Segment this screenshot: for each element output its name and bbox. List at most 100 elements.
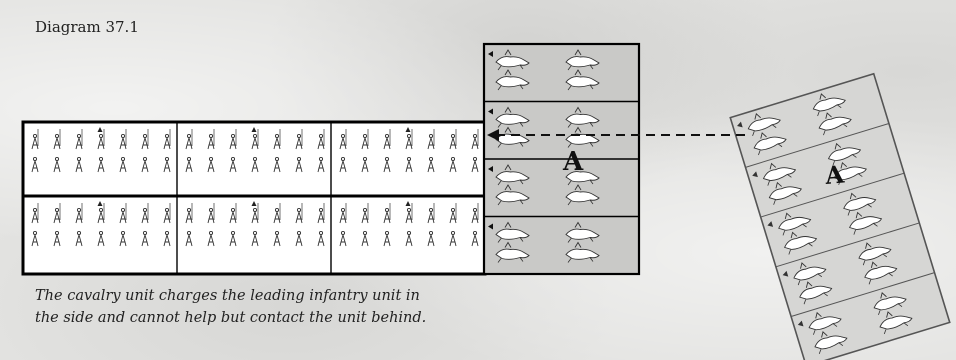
infantry-figure [185, 129, 193, 150]
infantry-figure [31, 230, 39, 247]
infantry-figure [207, 129, 215, 150]
infantry-figure [427, 156, 435, 173]
infantry-figure [273, 230, 281, 247]
label-target-unit: A [562, 147, 584, 177]
charge-path-arrow [487, 129, 745, 141]
cavalry-figure [768, 181, 802, 205]
infantry-figure [75, 230, 83, 247]
cavalry-figure [808, 311, 842, 335]
infantry-figure [361, 230, 369, 247]
infantry-figure [75, 156, 83, 173]
infantry-figure [97, 156, 105, 173]
cavalry-figure [879, 311, 913, 335]
infantry-figure [295, 230, 303, 247]
infantry-figure [119, 203, 127, 224]
infantry-figure [295, 203, 303, 224]
infantry-figure [53, 203, 61, 224]
infantry-figure [295, 129, 303, 150]
infantry-figure [229, 203, 237, 224]
cavalry-figure [495, 126, 530, 148]
infantry-figure [119, 129, 127, 150]
infantry-figure [141, 203, 149, 224]
infantry-figure [361, 156, 369, 173]
infantry-unit-border [21, 120, 487, 198]
cavalry-figure [778, 212, 812, 236]
infantry-figure [185, 203, 193, 224]
infantry-figure [185, 156, 193, 173]
infantry-figure [163, 203, 171, 224]
infantry-figure [141, 156, 149, 173]
caption-line-2: the side and cannot help but contact the… [35, 310, 427, 326]
infantry-figure [207, 156, 215, 173]
infantry-figure [273, 203, 281, 224]
infantry-figure [141, 129, 149, 150]
infantry-figure [339, 129, 347, 150]
infantry-figure [361, 203, 369, 224]
cavalry-figure [843, 192, 877, 216]
infantry-figure [427, 230, 435, 247]
infantry-figure [163, 156, 171, 173]
infantry-figure [97, 203, 105, 224]
infantry-figure [317, 230, 325, 247]
infantry-figure [317, 203, 325, 224]
infantry-figure [339, 156, 347, 173]
standard-marker-icon [405, 201, 411, 206]
infantry-figure [163, 129, 171, 150]
infantry-figure [119, 156, 127, 173]
cavalry-figure [873, 292, 907, 316]
infantry-figure [31, 203, 39, 224]
infantry-figure [339, 230, 347, 247]
infantry-figure [405, 156, 413, 173]
cavalry-figure [565, 221, 600, 243]
cavalry-figure [565, 106, 600, 128]
infantry-figure [251, 203, 259, 224]
cavalry-figure [495, 221, 530, 243]
cavalry-figure [827, 142, 862, 166]
cavalry-figure [747, 112, 781, 137]
facing-marker-icon [797, 320, 804, 327]
infantry-unit-front [21, 120, 487, 198]
cavalry-figure [495, 164, 530, 186]
cavalry-figure [864, 261, 898, 285]
cavalry-figure [814, 331, 848, 355]
cavalry-figure [565, 164, 600, 186]
facing-marker-icon [737, 121, 743, 128]
cavalry-figure [762, 162, 797, 186]
infantry-figure [383, 156, 391, 173]
infantry-figure [141, 230, 149, 247]
cavalry-figure [858, 242, 892, 266]
infantry-figure [383, 129, 391, 150]
cavalry-figure [495, 106, 530, 128]
facing-marker-icon [767, 221, 774, 227]
infantry-figure [119, 230, 127, 247]
troop-divider [760, 172, 905, 218]
infantry-figure [75, 203, 83, 224]
infantry-figure [53, 129, 61, 150]
infantry-figure [449, 230, 457, 247]
infantry-figure [471, 230, 479, 247]
infantry-figure [383, 230, 391, 247]
infantry-figure [75, 129, 83, 150]
standard-marker-icon [405, 127, 411, 132]
infantry-figure [53, 230, 61, 247]
infantry-figure [317, 156, 325, 173]
infantry-figure [229, 156, 237, 173]
infantry-figure [31, 156, 39, 173]
facing-marker-icon [488, 166, 493, 172]
infantry-figure [427, 129, 435, 150]
cavalry-unit-border [729, 72, 951, 360]
infantry-figure [471, 129, 479, 150]
caption-line-1: The cavalry unit charges the leading inf… [35, 288, 420, 304]
diagram-caption: The cavalry unit charges the leading inf… [35, 285, 555, 329]
infantry-figure [317, 129, 325, 150]
facing-marker-icon [488, 51, 493, 57]
infantry-figure [405, 230, 413, 247]
infantry-figure [207, 230, 215, 247]
cavalry-figure [818, 112, 852, 136]
cavalry-figure [495, 241, 530, 263]
infantry-figure [471, 156, 479, 173]
standard-marker-icon [97, 201, 103, 206]
infantry-figure [383, 203, 391, 224]
infantry-figure [31, 129, 39, 150]
